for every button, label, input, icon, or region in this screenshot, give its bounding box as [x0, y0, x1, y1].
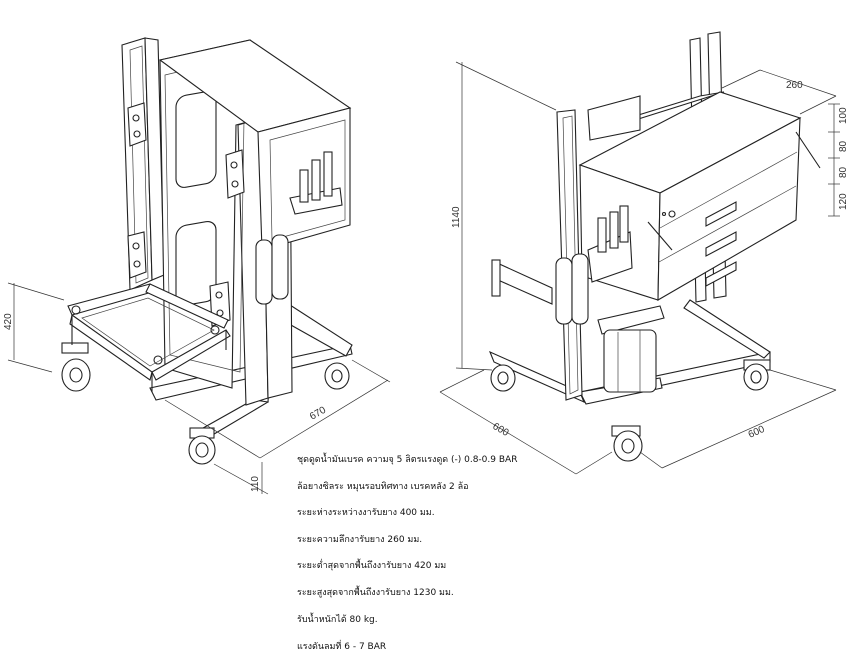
dim-left-wheel: 110: [213, 462, 269, 495]
spec-line-8: แรงดันลมที่ 6 - 7 BAR: [297, 642, 387, 652]
left-base-side: [281, 304, 353, 357]
dim-right-box-width: 260: [721, 69, 837, 115]
right-wheel-front: [611, 425, 643, 462]
dim-right-h4-label: 120: [838, 193, 849, 210]
left-wheel-front: [188, 427, 216, 465]
dim-right-h2-label: 80: [838, 140, 849, 152]
dim-left-height-label: 420: [3, 313, 14, 330]
spec-line-7: รับน้ำหนักได้ 80 kg.: [297, 615, 378, 625]
dim-left-height: 420: [3, 282, 65, 373]
right-wheel-left: [490, 364, 516, 392]
right-side-arm-end: [491, 259, 501, 297]
spec-line-4: ระยะความลึกงารับยาง 260 มม.: [297, 535, 423, 545]
dim-right-box-width-label: 260: [786, 80, 803, 91]
right-top-tray: [587, 95, 641, 141]
right-side-arm: [494, 261, 553, 305]
right-tube-rack: [587, 205, 633, 283]
right-springs: [647, 131, 821, 251]
right-wheel-right: [743, 359, 771, 391]
left-window-upper: [175, 90, 217, 188]
spec-line-5: ระยะต่ำสุดจากพื้นถึงงารับยาง 420 มม: [297, 561, 447, 571]
right-base-rail-right: [683, 299, 771, 359]
dim-right-height-label: 1140: [451, 206, 462, 228]
left-wheel-back-right: [324, 362, 350, 390]
left-tube-rack: [289, 151, 343, 215]
left-cylinders: [255, 234, 289, 305]
dim-right-base-right-label: 600: [747, 424, 767, 441]
left-tire-cradle: [67, 283, 231, 392]
right-isometric-view: 1140 260 100 80 80 120 600: [439, 31, 849, 475]
dim-right-base-right: 600: [639, 369, 837, 469]
dim-right-vertical-stack: 100 80 80 120: [828, 103, 849, 217]
right-drawer-handles: [661, 201, 737, 287]
right-tank: [597, 305, 665, 393]
right-cylinders: [555, 253, 589, 325]
spec-line-2: ล้อยางซิลระ หมุนรอบทิศทาง เบรคหลัง 2 ล้อ: [297, 482, 469, 492]
left-window-lower: [175, 220, 217, 306]
left-wheel-back-left: [61, 342, 91, 392]
dim-right-height: 1140: [451, 61, 557, 371]
dim-right-h1-label: 100: [838, 107, 849, 124]
dim-right-h3-label: 80: [838, 166, 849, 178]
spec-line-6: ระยะสูงสุดจากพื้นถึงงารับยาง 1230 มม.: [297, 588, 454, 598]
dim-left-depth-label: 670: [308, 405, 328, 423]
left-isometric-view: 420 670 110: [3, 37, 391, 495]
dim-right-base-left-label: 600: [491, 421, 511, 439]
spec-line-1: ชุดดูดน้ำมันเบรค ความจุ 5 ลิตรแรงดูด (-)…: [297, 455, 518, 465]
dim-left-wheel-label: 110: [250, 476, 261, 492]
spec-line-3: ระยะห่างระหว่างงารับยาง 400 มม.: [297, 508, 435, 518]
